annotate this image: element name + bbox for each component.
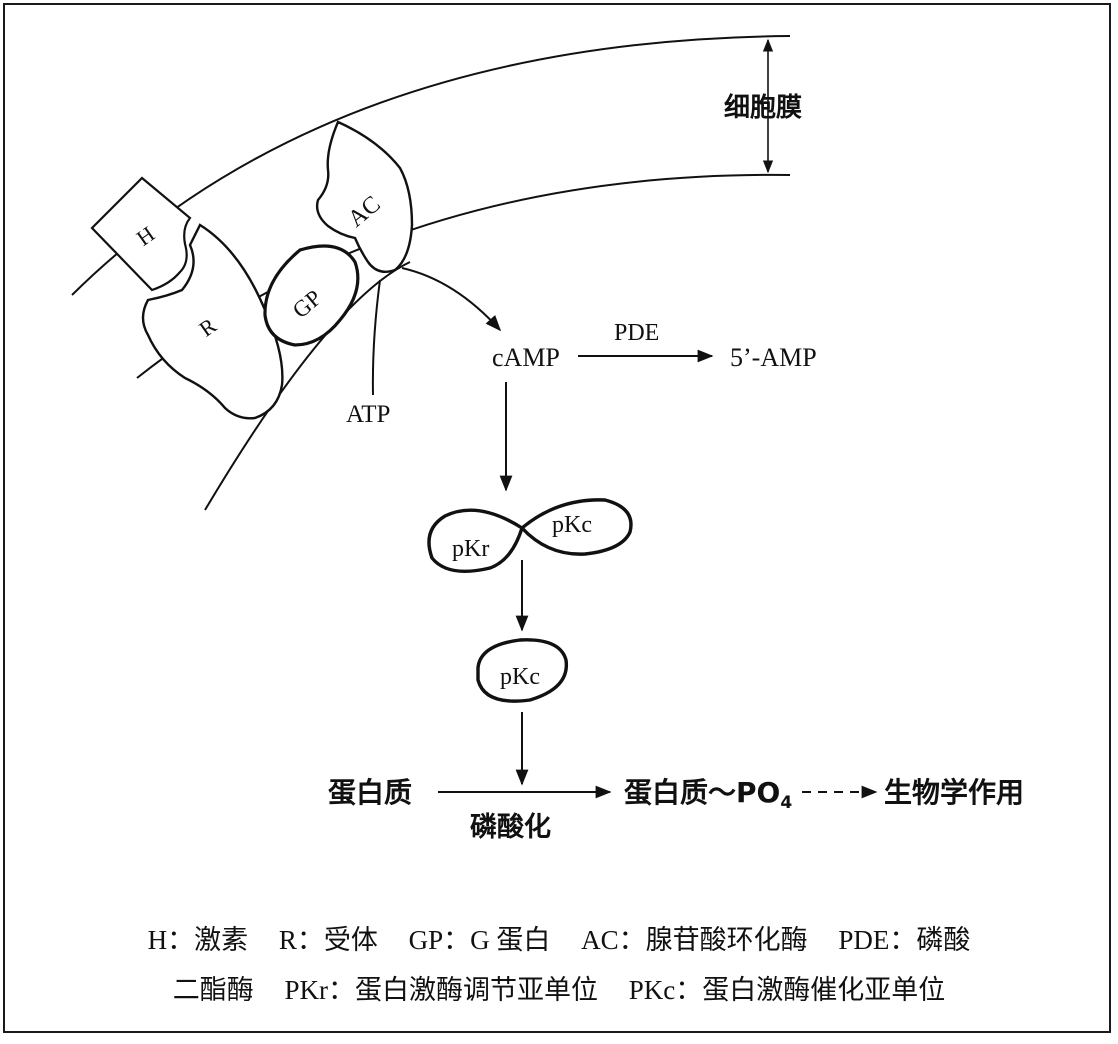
phospho-protein-text: 蛋白质～PO xyxy=(624,776,780,809)
pkc-free-shape: pKc xyxy=(476,638,569,703)
phospho-subscript: 4 xyxy=(780,793,792,813)
phosphorylation-label: 磷酸化 xyxy=(470,812,551,843)
g-protein-shape: GP xyxy=(263,244,360,347)
protein-label: 蛋白质 xyxy=(328,776,412,809)
amp-5-label: 5’-AMP xyxy=(730,343,817,372)
legend-line-2: 二酯酶 PKr：蛋白激酶调节亚单位 PKc：蛋白激酶催化亚单位 xyxy=(0,968,1118,1007)
pkr-label: pKr xyxy=(452,536,489,562)
legend-item: H：激素 xyxy=(147,925,249,955)
adenylate-cyclase-shape: AC xyxy=(315,120,414,273)
atp-to-camp-arrow xyxy=(401,267,502,332)
bio-effect-label: 生物学作用 xyxy=(884,776,1024,809)
legend-item: GP：G 蛋白 xyxy=(408,925,551,955)
cytoplasm-boundary-line xyxy=(204,261,411,511)
hormone-shape: H xyxy=(90,176,192,292)
receptor-shape: R xyxy=(141,223,284,420)
legend-item: 二酯酶 xyxy=(172,975,254,1005)
legend-item: AC：腺苷酸环化酶 xyxy=(581,925,808,955)
phospho-protein-label: 蛋白质～PO4 xyxy=(624,776,792,813)
legend-item: PDE：磷酸 xyxy=(838,925,971,955)
camp-label: cAMP xyxy=(492,343,560,372)
legend-item: PKr：蛋白激酶调节亚单位 xyxy=(284,975,598,1005)
legend-item: PKc：蛋白激酶催化亚单位 xyxy=(628,975,946,1005)
atp-label: ATP xyxy=(346,401,390,428)
legend-line-1: H：激素 R：受体 GP：G 蛋白 AC：腺苷酸环化酶 PDE：磷酸 xyxy=(0,918,1118,957)
membrane-label: 细胞膜 xyxy=(724,92,802,123)
pk-complex: pKr pKc xyxy=(427,498,633,574)
pkc-free-label: pKc xyxy=(500,664,540,690)
atp-stem-line xyxy=(371,279,381,396)
pkc-label: pKc xyxy=(552,512,592,538)
pkr-lobe xyxy=(427,508,525,574)
pde-label: PDE xyxy=(614,320,659,346)
legend-item: R：受体 xyxy=(278,925,378,955)
pkc-lobe xyxy=(519,498,633,556)
